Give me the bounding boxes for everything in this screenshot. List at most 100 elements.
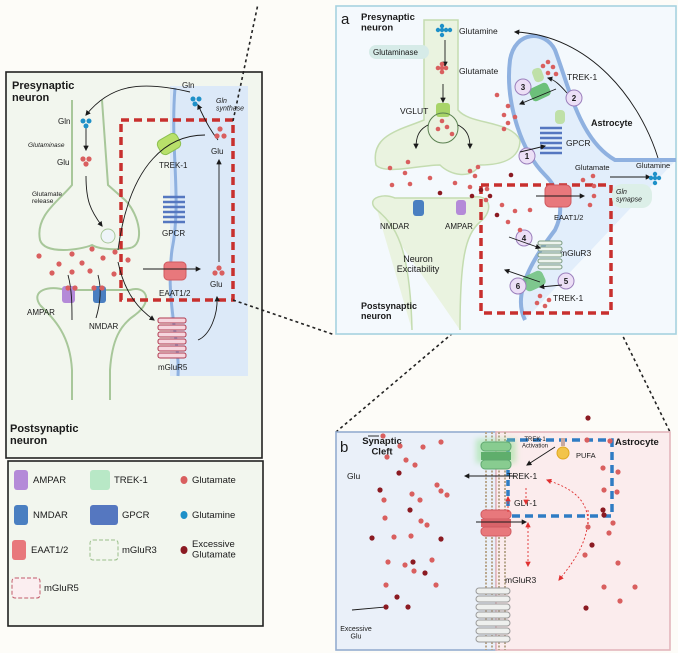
glutamate-dot bbox=[65, 285, 71, 291]
glutamate-dot bbox=[444, 124, 450, 130]
vglut-label: VGLUT bbox=[400, 106, 428, 116]
glutamate-dot bbox=[452, 180, 458, 186]
panel-b-eaat-icon bbox=[480, 509, 512, 537]
glutamate-dot bbox=[587, 202, 593, 208]
excessive-glu-label-line: Glu bbox=[351, 634, 362, 641]
glutamate-dot bbox=[614, 489, 620, 495]
panel-a-eaat-label: EAAT1/2 bbox=[554, 213, 583, 222]
glutamate-dot bbox=[600, 465, 606, 471]
neuron-excitability-label-line: Excitability bbox=[397, 264, 440, 274]
glutamate-dot bbox=[607, 438, 613, 444]
excessive-glutamate-dot bbox=[369, 535, 375, 541]
glu-left-label: Glu bbox=[57, 158, 69, 167]
glu-astro-bottom-label: Glu bbox=[210, 280, 222, 289]
legend-label: mGluR5 bbox=[44, 583, 79, 594]
synaptic-vesicle bbox=[100, 228, 116, 244]
overview-mglur5-label: mGluR5 bbox=[158, 363, 188, 372]
glutamate-dot bbox=[382, 515, 388, 521]
glutamate-dot bbox=[438, 439, 444, 445]
legend-item: EAAT1/2 bbox=[12, 540, 68, 560]
glutamate-dot bbox=[501, 126, 507, 132]
overview-postsynaptic-label-line: neuron bbox=[10, 435, 48, 447]
glutamate-dot bbox=[409, 491, 415, 497]
glutamate-dot bbox=[617, 598, 623, 604]
panel-a-gpcr-label: GPCR bbox=[566, 138, 591, 148]
glutamate-dot bbox=[91, 285, 97, 291]
glutamate-dot bbox=[512, 114, 518, 120]
gbg-subunit-top-icon bbox=[532, 67, 544, 83]
pufa-bottle-neck bbox=[561, 438, 565, 446]
legend-item: GPCR bbox=[90, 505, 150, 525]
excessive-glutamate-dot-icon bbox=[180, 546, 188, 554]
step-1-badge: 1 bbox=[518, 147, 536, 165]
glutamate-dot bbox=[545, 59, 551, 65]
glutamine-dot bbox=[439, 27, 445, 33]
overview-eaat-label: EAAT1/2 bbox=[159, 289, 191, 298]
vglut-vesicle bbox=[427, 112, 459, 144]
glutamate-dot bbox=[632, 584, 638, 590]
glutamate-dot bbox=[387, 165, 393, 171]
glutamate-dot bbox=[385, 559, 391, 565]
glutamate-dot bbox=[389, 182, 395, 188]
overview-mglur5-icon bbox=[157, 317, 187, 359]
panel-a-trek1-bottom-label: TREK-1 bbox=[553, 293, 584, 303]
glutamate-dot bbox=[408, 533, 414, 539]
panel-b-trek1-icon bbox=[480, 441, 512, 470]
glutamine-dot bbox=[652, 171, 658, 177]
glutamate-dot bbox=[384, 454, 390, 460]
postsynaptic-outline bbox=[36, 287, 148, 400]
glutamate-dot bbox=[412, 462, 418, 468]
glutamate-dot bbox=[403, 457, 409, 463]
glutamate-dot bbox=[381, 497, 387, 503]
glutamate-label: Glutamate bbox=[459, 66, 498, 76]
excessive-glutamate-dot bbox=[394, 594, 400, 600]
excessive-glutamate-dot bbox=[494, 212, 500, 218]
trek1-activation-label-line: Activation bbox=[522, 444, 548, 450]
glutamate-dot bbox=[69, 269, 75, 275]
glutamate-dot bbox=[534, 300, 540, 306]
glutamate-dot bbox=[439, 118, 445, 124]
glutamate-dot bbox=[99, 285, 105, 291]
panel-a-presynaptic-label-line: neuron bbox=[361, 22, 393, 33]
glutamine-dot bbox=[447, 27, 453, 33]
trek1-top-label: TREK-1 bbox=[567, 72, 598, 82]
glutamate-dot bbox=[380, 433, 386, 439]
svg-text:6: 6 bbox=[516, 282, 521, 291]
glutamate-dot bbox=[69, 251, 75, 257]
glutamate-dot bbox=[212, 270, 218, 276]
panel-a-astrocyte-label: Astrocyte bbox=[591, 118, 633, 128]
legend-item: AMPAR bbox=[14, 470, 66, 490]
glutamate-dot bbox=[501, 112, 507, 118]
gpcr-icon bbox=[90, 505, 118, 525]
glutamate-dot bbox=[585, 524, 591, 530]
glutamate-dot bbox=[36, 253, 42, 259]
pufa-icon bbox=[556, 446, 570, 460]
glutamate-dot bbox=[79, 260, 85, 266]
overview-gpcr-label: GPCR bbox=[162, 229, 185, 238]
legend-item: Glutamate bbox=[180, 475, 236, 486]
panel-b-mglur3-label: mGluR3 bbox=[505, 575, 536, 585]
legend-item: Glutamine bbox=[180, 510, 235, 521]
glutamate-dot bbox=[417, 497, 423, 503]
glutamate-dot bbox=[467, 168, 473, 174]
legend-label: Glutamine bbox=[192, 510, 235, 521]
step-4-badge: 4 bbox=[515, 229, 533, 247]
pufa-label: PUFA bbox=[576, 451, 596, 460]
panel-b-astrocyte-label: Astrocyte bbox=[615, 437, 659, 448]
legend-item: mGluR3 bbox=[89, 539, 157, 561]
excessive-glutamate-dot bbox=[600, 507, 606, 513]
postsynaptic-neuron-shape bbox=[371, 195, 490, 331]
glutamate-dot bbox=[545, 70, 551, 76]
gbg-subunit-icon bbox=[555, 110, 565, 124]
step-5-badge: 5 bbox=[557, 272, 575, 290]
panel-a-postsynaptic-label-line: neuron bbox=[361, 311, 392, 321]
